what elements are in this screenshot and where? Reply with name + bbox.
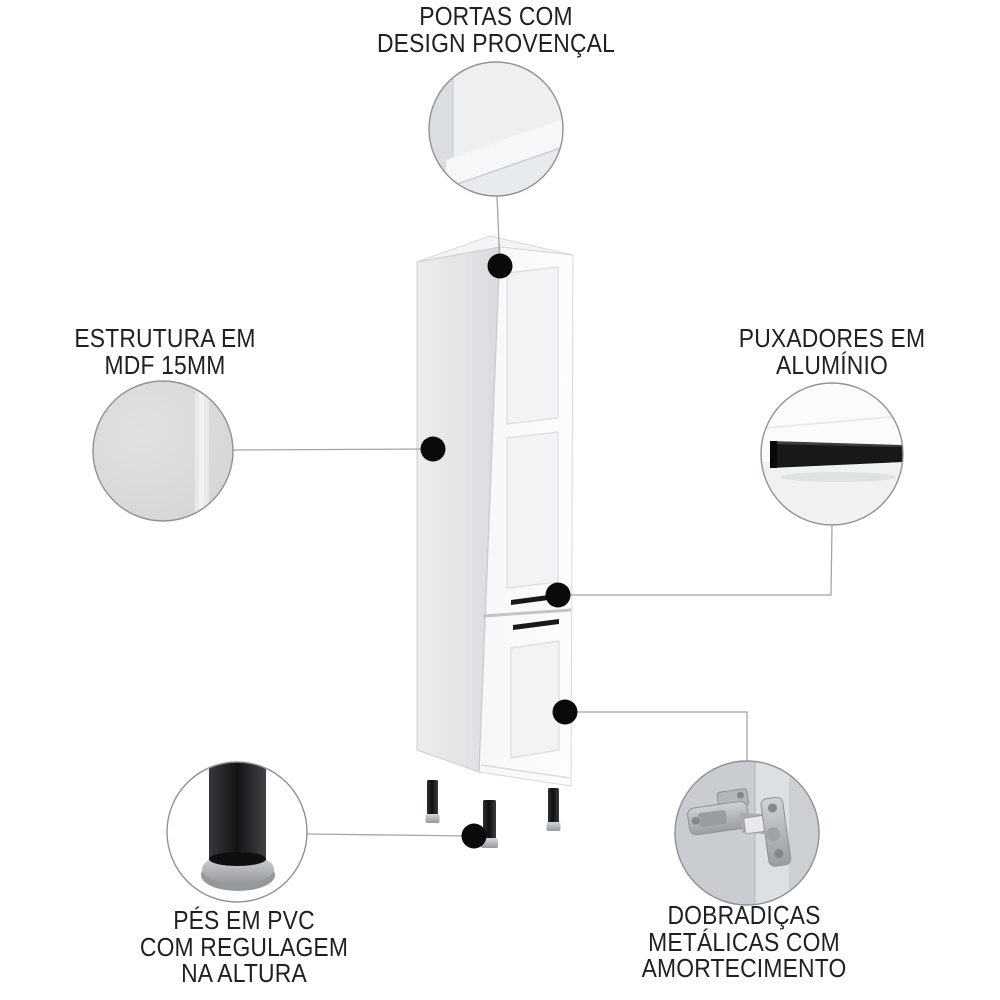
feature-label-handles: PUXADORES EM ALUMÍNIO — [738, 323, 926, 380]
base-edge — [480, 764, 571, 779]
lower-door-handle — [513, 619, 559, 630]
callout-dot-feet — [461, 823, 487, 849]
lower-door-panel — [510, 640, 560, 759]
aluminum-handle-closeup — [761, 383, 903, 525]
callout-dot-hinges — [552, 699, 578, 725]
connector-hinges — [567, 711, 748, 761]
front-left-edge — [478, 246, 501, 773]
pvc-foot-closeup — [201, 762, 275, 891]
feature-label-feet: PÉS EM PVC COM REGULAGEM NA ALTURA — [139, 905, 349, 988]
connector-feet — [306, 833, 471, 837]
foot-detail-circle — [166, 761, 308, 903]
cabinet-illustration — [416, 235, 574, 848]
feature-label-doors: PORTAS COM DESIGN PROVENÇAL — [376, 1, 616, 58]
feature-label-hinges: DOBRADIÇAS METÁLICAS COM AMORTECIMENTO — [641, 900, 847, 983]
cabinet-legs — [425, 780, 561, 848]
callout-dot-doors — [487, 253, 513, 279]
callout-dot-structure — [420, 436, 446, 462]
mdf-surface-closeup — [93, 381, 233, 521]
metal-hinge-closeup — [675, 761, 819, 905]
upper-door-panel-top — [506, 266, 559, 425]
door-detail-circle — [428, 61, 564, 197]
connector-structure — [232, 448, 432, 451]
handle-detail-circle — [760, 382, 904, 526]
upper-door-panel-bottom — [506, 431, 559, 589]
hinge-hardware — [687, 788, 792, 867]
callout-dot-handles — [545, 582, 571, 608]
hinge-detail-circle — [674, 760, 820, 906]
upper-door-handle — [511, 594, 556, 605]
callout-dots — [420, 253, 578, 849]
feature-label-structure: ESTRUTURA EM MDF 15MM — [74, 323, 256, 380]
structure-detail-circle — [92, 380, 234, 522]
door-gap — [482, 608, 572, 618]
connector-handles — [562, 524, 833, 596]
